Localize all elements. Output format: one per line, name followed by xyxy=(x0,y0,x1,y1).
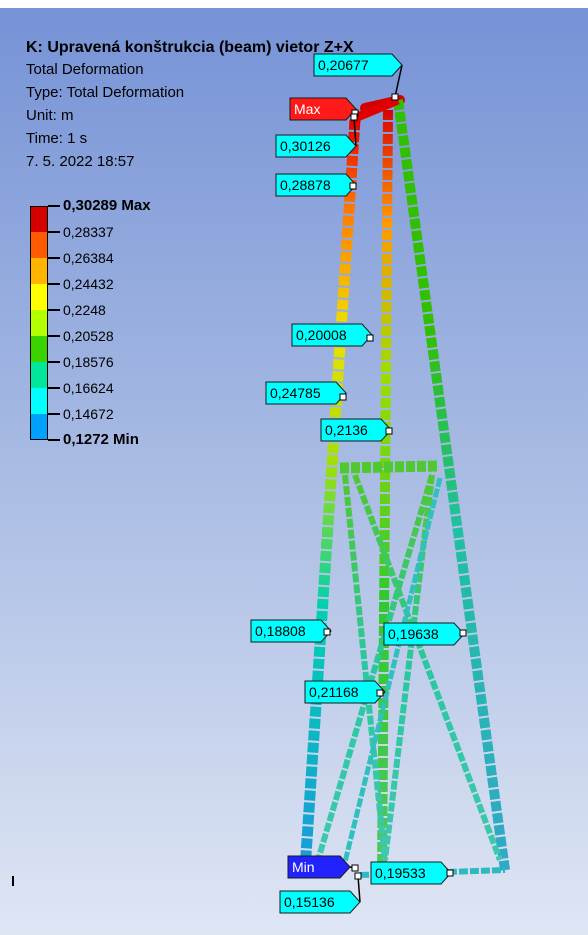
probe-value: 0,19533 xyxy=(375,865,426,881)
legend-color-swatch xyxy=(30,336,48,362)
legend-color-swatch xyxy=(30,284,48,310)
legend-label: 0,30289 Max xyxy=(63,197,151,214)
legend-tick xyxy=(48,257,60,259)
legend-label: 0,1272 Min xyxy=(63,431,139,448)
left-edge-mark xyxy=(12,876,14,886)
legend-label: 0,14672 xyxy=(63,406,114,422)
legend-entry: 0,24432 xyxy=(30,276,200,310)
result-time: Time: 1 s xyxy=(26,130,88,147)
probe-min-callout[interactable] xyxy=(287,855,351,879)
probe-anchor-marker xyxy=(385,427,393,435)
legend-entry: 0,20528 xyxy=(30,328,200,362)
probe-value: 0,2136 xyxy=(325,422,368,438)
probe-callout[interactable] xyxy=(313,53,403,77)
probe-anchor-marker xyxy=(339,393,347,401)
result-date: 7. 5. 2022 18:57 xyxy=(26,153,135,170)
legend-entry: 0,30289 Max xyxy=(30,198,200,232)
probe-anchor-marker xyxy=(350,113,358,121)
probe-anchor-marker xyxy=(354,872,362,880)
legend-entry: 0,2248 xyxy=(30,302,200,336)
probe-anchor-marker xyxy=(391,93,399,101)
probe-value: 0,30126 xyxy=(280,138,331,154)
probe-leader-line xyxy=(353,116,357,147)
legend-tick xyxy=(48,309,60,311)
legend-tick xyxy=(48,205,60,207)
probe-value: 0,20677 xyxy=(318,57,369,73)
probe-value: 0,21168 xyxy=(309,684,359,700)
legend-tick xyxy=(48,231,60,233)
probe-value: 0,24785 xyxy=(270,385,321,401)
probe-anchor-marker xyxy=(351,864,359,872)
probe-leader-line xyxy=(357,875,361,903)
result-info-panel: K: Upravená konštrukcia (beam) vietor Z+… xyxy=(26,38,354,173)
top-border xyxy=(0,0,588,8)
legend-frame xyxy=(30,206,48,440)
result-unit: Unit: m xyxy=(26,107,74,124)
legend-tick xyxy=(48,439,60,441)
probe-callout[interactable] xyxy=(275,173,357,197)
probe-callout[interactable] xyxy=(383,622,465,646)
legend-tick xyxy=(48,361,60,363)
legend-color-swatch xyxy=(30,362,48,388)
probe-value: Min xyxy=(292,859,315,875)
legend-label: 0,16624 xyxy=(63,380,114,396)
probe-callout[interactable] xyxy=(320,418,392,442)
legend-entry: 0,14672 xyxy=(30,406,200,440)
probe-value: 0,20008 xyxy=(296,327,347,343)
result-type: Type: Total Deformation xyxy=(26,84,185,101)
probe-value: Max xyxy=(294,101,320,117)
probe-callout[interactable] xyxy=(370,861,452,885)
probe-callout[interactable] xyxy=(275,134,357,158)
legend-entry: 0,28337 xyxy=(30,224,200,258)
legend-label: 0,18576 xyxy=(63,354,114,370)
legend-entry: 0,16624 xyxy=(30,380,200,414)
legend-tick xyxy=(48,335,60,337)
probe-anchor-marker xyxy=(376,689,384,697)
legend-label: 0,20528 xyxy=(63,328,114,344)
probe-anchor-marker xyxy=(366,334,374,342)
legend-tick xyxy=(48,387,60,389)
legend-label: 0,28337 xyxy=(63,224,114,240)
probe-callout[interactable] xyxy=(250,619,332,643)
probe-value: 0,28878 xyxy=(280,177,331,193)
probe-callout[interactable] xyxy=(304,680,386,704)
legend-label: 0,2248 xyxy=(63,302,106,318)
probe-value: 0,18808 xyxy=(255,623,306,639)
result-name: Total Deformation xyxy=(26,61,144,78)
legend-entry: 0,18576 xyxy=(30,354,200,388)
legend-entry: 0,26384 xyxy=(30,250,200,284)
probe-value: 0,15136 xyxy=(284,894,335,910)
legend-color-swatch xyxy=(30,414,48,440)
legend-color-swatch xyxy=(30,258,48,284)
legend-entry: 0,1272 Min xyxy=(30,432,200,466)
probe-leader-line xyxy=(394,64,403,98)
legend-tick xyxy=(48,283,60,285)
result-title: K: Upravená konštrukcia (beam) vietor Z+… xyxy=(26,39,354,56)
probe-anchor-marker xyxy=(349,182,357,190)
probe-anchor-marker xyxy=(459,629,467,637)
legend-color-swatch xyxy=(30,388,48,414)
probe-callout[interactable] xyxy=(279,890,361,914)
legend-tick xyxy=(48,413,60,415)
legend-color-swatch xyxy=(30,206,48,232)
probe-anchor-marker xyxy=(323,628,331,636)
probe-value: 0,19638 xyxy=(388,626,439,642)
legend-color-swatch xyxy=(30,232,48,258)
legend-color-swatch xyxy=(30,310,48,336)
beam-structure xyxy=(299,95,510,878)
legend-label: 0,26384 xyxy=(63,250,114,266)
probe-anchor-marker xyxy=(446,869,454,877)
legend-label: 0,24432 xyxy=(63,276,114,292)
